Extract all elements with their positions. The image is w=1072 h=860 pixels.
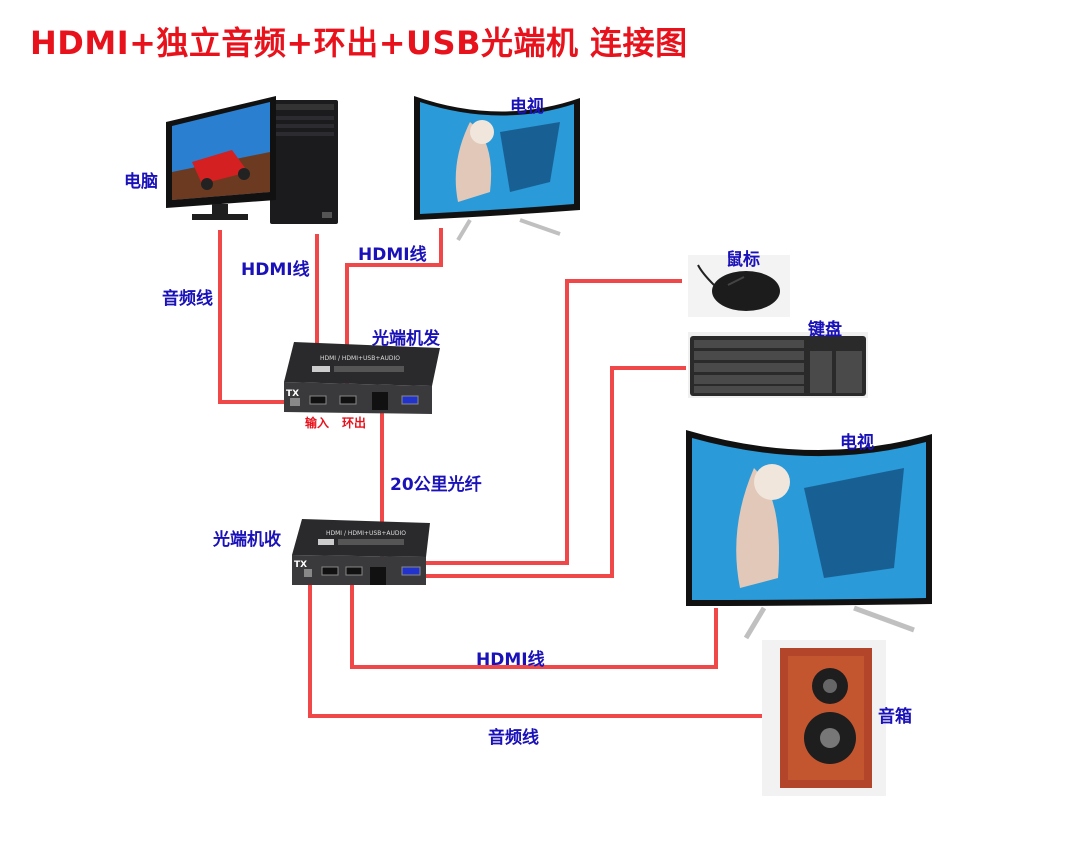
rx-badge: TX [294,560,307,570]
tx-badge: TX [286,389,299,399]
label-audio-cable-2: 音频线 [488,723,539,748]
tv-top-icon [410,92,585,242]
label-computer: 电脑 [124,167,158,192]
label-hdmi-cable-3: HDMI线 [476,645,545,670]
label-mouse: 鼠标 [726,245,760,270]
wire-usb-mouse [424,281,680,563]
label-tv-bottom: 电视 [840,428,874,453]
label-tv-top: 电视 [510,92,544,117]
tv-bottom-icon [684,428,936,640]
label-keyboard: 键盘 [808,315,842,340]
label-fiber: 20公里光纤 [390,470,482,495]
receiver-device: HDMI / HDMI+USB+AUDIO TX [290,517,440,589]
label-hdmi-cable-1: HDMI线 [241,255,310,280]
rx-top-text: HDMI / HDMI+USB+AUDIO [326,530,406,537]
label-loop-out: 环出 [342,414,366,431]
label-hdmi-cable-2: HDMI线 [358,240,427,265]
transmitter-device: HDMI / HDMI+USB+AUDIO TX [282,340,442,416]
tx-top-text: HDMI / HDMI+USB+AUDIO [320,355,400,362]
computer-icon [162,92,342,232]
speaker-icon [762,640,886,796]
label-speaker: 音箱 [878,702,912,727]
label-receiver: 光端机收 [213,525,281,550]
label-audio-cable-1: 音频线 [162,284,213,309]
label-input: 输入 [305,414,329,431]
